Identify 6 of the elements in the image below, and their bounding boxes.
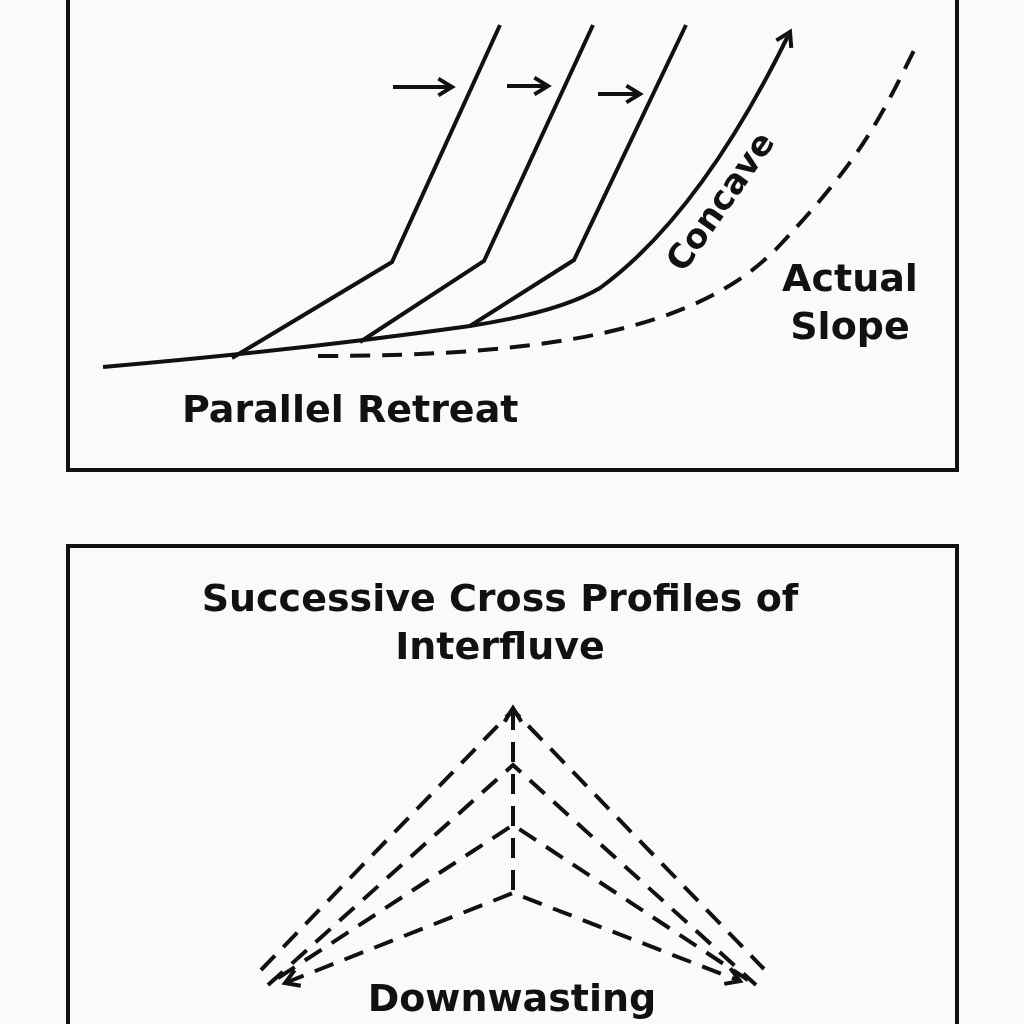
curve-label: Actual Slope	[781, 255, 919, 350]
panel-label: Downwasting	[366, 975, 658, 1022]
diagram-panel	[66, 0, 959, 472]
panel-label: Successive Cross Profiles of Interfluve	[200, 575, 800, 670]
panel-label: Parallel Retreat	[182, 386, 520, 433]
diagram-panel	[66, 544, 959, 1024]
